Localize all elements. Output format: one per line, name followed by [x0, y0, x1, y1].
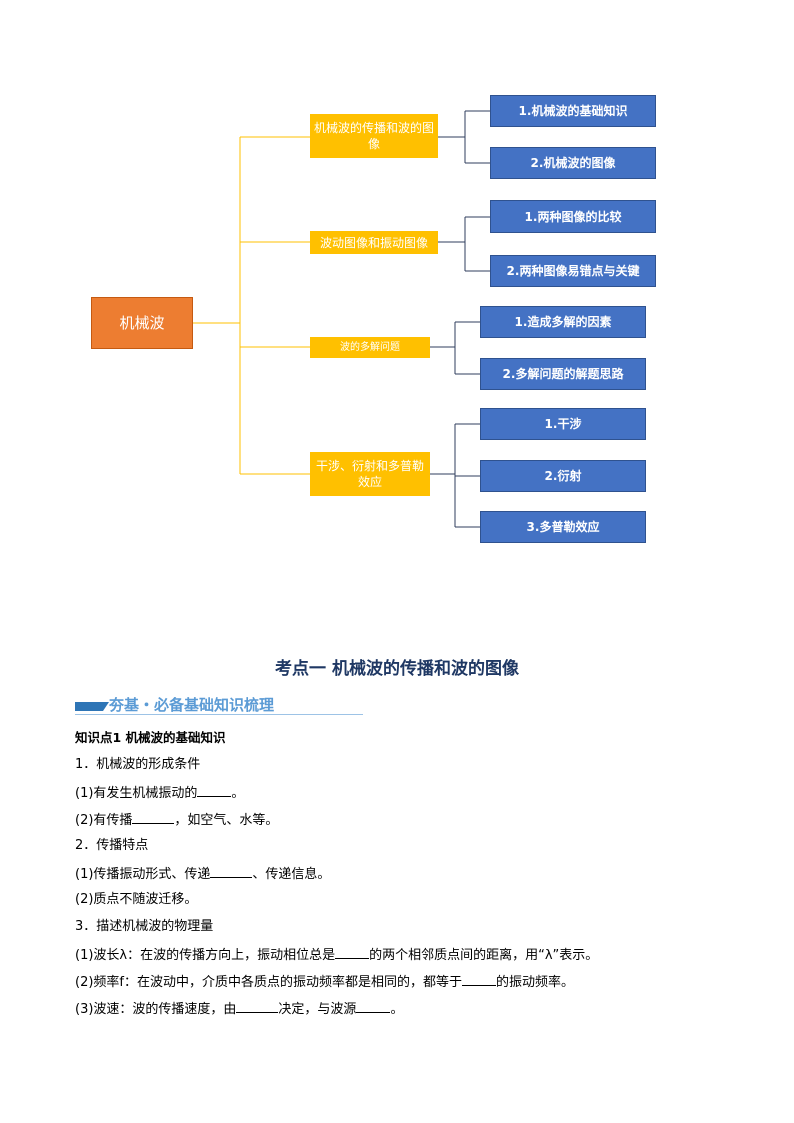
line-3c-mid: 决定，与波源: [278, 1002, 357, 1017]
section-banner: 夯基・必备基础知识梳理: [75, 692, 363, 718]
heading-1: 1．机械波的形成条件: [75, 757, 201, 772]
heading-2: 2．传播特点: [75, 838, 149, 853]
fill-blank[interactable]: [236, 998, 279, 1013]
line-2a: (1)传播振动形式、传递 、传递信息。: [75, 863, 735, 890]
knowledge-point-heading: 知识点1 机械波的基础知识: [75, 730, 226, 745]
leaf-2-1-label: 1.两种图像的比较: [524, 209, 622, 224]
leaf-3-2-label: 2.多解问题的解题思路: [502, 367, 624, 381]
branch-4-label: 干涉、衍射和多普勒效应: [315, 459, 424, 489]
branch-3: 波的多解问题: [310, 337, 430, 358]
line-3b-text: (2)频率f：在波动中，介质中各质点的振动频率都是相同的，都等于: [75, 975, 462, 990]
branch-3-label: 波的多解问题: [340, 341, 400, 353]
mindmap-root: 机械波: [91, 297, 193, 349]
line-3a-text: (1)波长λ：在波的传播方向上，振动相位总是: [75, 948, 336, 963]
leaf-4-3: 3.多普勒效应: [480, 511, 646, 543]
leaf-2-1: 1.两种图像的比较: [490, 200, 656, 233]
branch-2: 波动图像和振动图像: [310, 231, 438, 254]
leaf-3-1: 1.造成多解的因素: [480, 306, 646, 338]
line-2a-end: 、传递信息。: [252, 867, 331, 882]
branch-2-label: 波动图像和振动图像: [319, 235, 428, 250]
line-1b: (2)有传播 ，如空气、水等。: [75, 809, 735, 836]
branch-1-label: 机械波的传播和波的图像: [314, 121, 435, 151]
line-3c: (3)波速：波的传播速度，由 决定，与波源 。: [75, 998, 735, 1025]
fill-blank[interactable]: [462, 971, 496, 986]
mindmap-root-label: 机械波: [119, 314, 165, 332]
banner-rule: [75, 714, 363, 715]
fill-blank[interactable]: [132, 809, 175, 824]
branch-4: 干涉、衍射和多普勒效应: [310, 452, 430, 496]
leaf-4-2: 2.衍射: [480, 460, 646, 492]
fill-blank[interactable]: [210, 863, 253, 878]
leaf-1-1-label: 1.机械波的基础知识: [518, 104, 628, 118]
document-body: 知识点1 机械波的基础知识 1．机械波的形成条件 (1)有发生机械振动的。 (2…: [75, 728, 735, 1025]
leaf-3-1-label: 1.造成多解的因素: [514, 315, 612, 329]
fill-blank[interactable]: [335, 944, 370, 959]
line-3a-end: 的两个相邻质点间的距离，用“λ”表示。: [369, 948, 599, 963]
banner-text: 夯基・必备基础知识梳理: [109, 696, 275, 714]
leaf-2-2-label: 2.两种图像易错点与关键: [506, 264, 640, 278]
mindmap-connectors: [193, 110, 490, 528]
leaf-1-2-label: 2.机械波的图像: [530, 156, 616, 170]
leaf-2-2: 2.两种图像易错点与关键: [490, 255, 656, 287]
line-1a: (1)有发生机械振动的 。: [75, 782, 735, 809]
line-1b-end: ，如空气、水等。: [174, 813, 279, 828]
line-1a-end: 。: [231, 786, 245, 801]
fill-blank[interactable]: [356, 998, 391, 1013]
leaf-4-2-label: 2.衍射: [544, 469, 582, 483]
banner-bar-icon: [75, 702, 103, 711]
line-3a: (1)波长λ：在波的传播方向上，振动相位总是 的两个相邻质点间的距离，用“λ”表示…: [75, 944, 735, 971]
leaf-1-1: 1.机械波的基础知识: [490, 95, 656, 127]
section-title: 考点一 机械波的传播和波的图像: [275, 659, 519, 679]
line-1a-text: (1)有发生机械振动的: [75, 786, 198, 801]
line-3b-end: 的振动频率。: [496, 975, 575, 990]
banner-bar-tip-icon: [103, 702, 109, 711]
branch-1: 机械波的传播和波的图像: [310, 114, 438, 158]
line-2b: (2)质点不随波迁移。: [75, 892, 198, 907]
line-3c-end: 。: [390, 1002, 404, 1017]
leaf-4-1-label: 1.干涉: [544, 417, 582, 431]
heading-3: 3．描述机械波的物理量: [75, 919, 214, 934]
line-2a-text: (1)传播振动形式、传递: [75, 867, 211, 882]
leaf-4-1: 1.干涉: [480, 408, 646, 440]
fill-blank[interactable]: [197, 782, 232, 797]
leaf-3-2: 2.多解问题的解题思路: [480, 358, 646, 390]
line-3c-text: (3)波速：波的传播速度，由: [75, 1002, 237, 1017]
leaf-4-3-label: 3.多普勒效应: [526, 520, 600, 534]
line-1b-text: (2)有传播: [75, 813, 133, 828]
line-3b: (2)频率f：在波动中，介质中各质点的振动频率都是相同的，都等于 的振动频率。: [75, 971, 735, 998]
leaf-1-2: 2.机械波的图像: [490, 147, 656, 179]
